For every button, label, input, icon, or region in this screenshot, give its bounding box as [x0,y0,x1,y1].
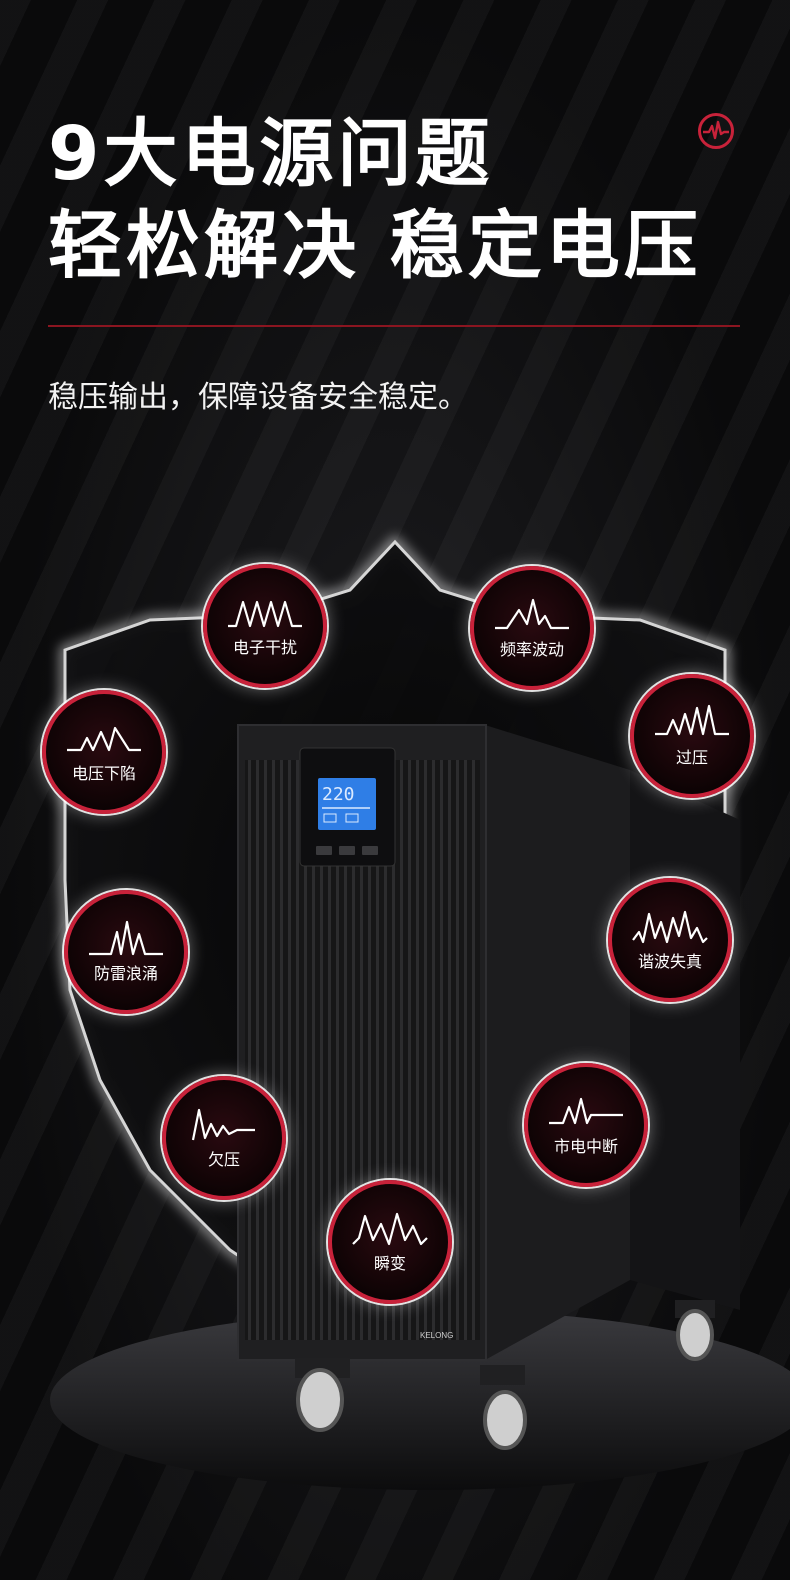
problem-badge: 防雷浪涌 [64,890,188,1014]
problem-badge: 电子干扰 [203,564,327,688]
page-title: 9大电源问题 轻松解决 稳定电压 [48,108,702,292]
casters [295,1300,715,1450]
panel-button-1[interactable] [316,846,332,855]
panel-button-3[interactable] [362,846,378,855]
lcd-readout: 220 [322,784,355,805]
product-scene: 220 KELONG 电子干扰 频率波动 电压下陷 过压 [0,520,790,1580]
ups-side [485,725,630,1360]
problem-badge: 频率波动 [470,566,594,690]
wave-outage-icon [549,1097,623,1125]
lcd-display [318,778,376,830]
problem-badge: 电压下陷 [42,690,166,814]
title-line-1: 9大电源问题 [48,111,494,197]
wave-overvoltage-icon [655,704,729,736]
problem-badge: 过压 [630,674,754,798]
subtitle: 稳压输出，保障设备安全稳定。 [48,380,468,415]
wave-surge-icon [89,920,163,956]
wave-transient-icon [352,1212,428,1246]
problem-badge: 瞬变 [328,1180,452,1304]
divider [48,325,740,327]
brand-logo: KELONG [420,1331,453,1340]
wave-harmonic-icon [632,910,708,944]
wave-undervoltage-icon [191,1108,255,1141]
problem-badge: 市电中断 [524,1063,648,1187]
panel-button-2[interactable] [339,846,355,855]
problem-badge: 谐波失真 [608,878,732,1002]
floor-platform [50,1310,790,1490]
wave-interference-icon [228,600,302,628]
wave-sag-icon [67,726,141,752]
problem-badge: 欠压 [162,1076,286,1200]
pulse-icon [698,113,734,149]
wave-frequency-icon [495,598,569,630]
title-line-2: 轻松解决 稳定电压 [48,203,702,289]
